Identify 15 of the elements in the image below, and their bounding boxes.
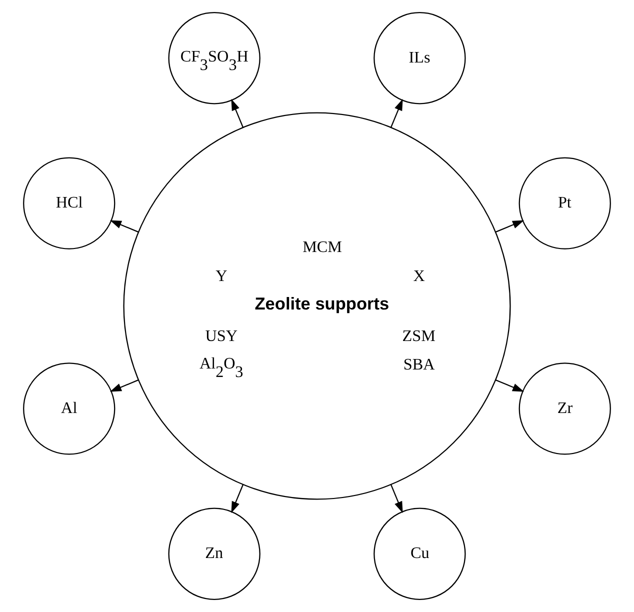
- arrow: [390, 484, 403, 514]
- node-circle: HCl: [23, 157, 116, 250]
- arrow: [495, 220, 524, 233]
- node-circle: ILs: [374, 12, 466, 104]
- node-circle: Cu: [374, 508, 466, 600]
- arrow: [231, 98, 244, 128]
- node-circle: Pt: [518, 157, 611, 250]
- node-circle: Al: [23, 362, 116, 455]
- node-circle: Zr: [518, 362, 611, 455]
- arrow: [231, 484, 244, 514]
- arrow: [495, 379, 524, 392]
- arrow: [110, 379, 139, 392]
- arrow: [110, 220, 139, 233]
- node-circle: Zn: [168, 508, 260, 600]
- arrow: [390, 98, 403, 128]
